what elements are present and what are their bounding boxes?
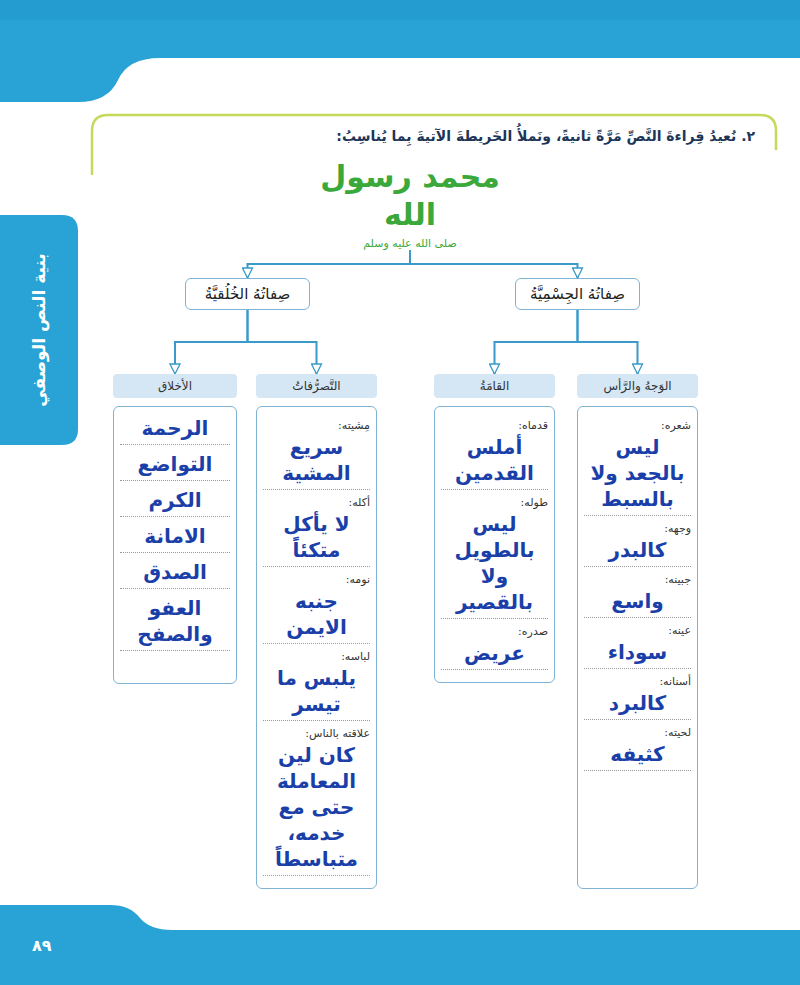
field-label: لحيته: (584, 726, 691, 739)
detail-column: القامَةُ قدماه:أملس القدمين طوله:ليس بالطو… (434, 374, 555, 683)
answer-text: كالبرد (584, 688, 691, 720)
answer-text: الامانة (120, 521, 230, 553)
answer-text: العفو والصفح (120, 593, 230, 651)
answer-text: جنبه الايمن (263, 586, 370, 644)
category-title: صِفاتُهُ الخُلُقيَّةُ (194, 285, 301, 303)
top-band (0, 0, 800, 102)
column-header: الأخلاق (113, 374, 237, 398)
category-title: صِفاتُهُ الجِسْمِيَّةُ (524, 285, 631, 303)
column-header: القامَةُ (434, 374, 555, 398)
column-body: قدماه:أملس القدمين طوله:ليس بالطويل ولا ب… (434, 406, 555, 683)
page-number: ٨٩ (32, 936, 52, 955)
answer-text: يلبس ما تيسر (263, 663, 370, 721)
category-box: صِفاتُهُ الخُلُقيَّةُ (185, 278, 310, 310)
answer-text: الكرم (120, 485, 230, 517)
connector-arrow (410, 250, 578, 278)
blessing-caption: صلى الله عليه وسلم (315, 237, 505, 250)
detail-column: الوَجهُ والرَّأس شعره:ليس بالجعد ولا بالس… (577, 374, 698, 889)
section-tab: بنية النص الوصفي (27, 215, 51, 445)
field-label: قدماه: (441, 419, 548, 432)
field-label: عينه: (584, 624, 691, 637)
field-label: صدره: (441, 625, 548, 638)
field-label: جبينه: (584, 573, 691, 586)
connector-arrow (248, 250, 411, 278)
central-emblem: محمد رسول الله صلى الله عليه وسلم (315, 158, 505, 250)
column-body: الرحمة التواضع الكرم الامانة الصدق العفو والص… (113, 406, 237, 684)
answer-text: ليس بالجعد ولا بالسبط (584, 432, 691, 516)
detail-column: الأخلاق الرحمة التواضع الكرم الامانة الصدق الع… (113, 374, 237, 684)
side-tab (0, 215, 78, 445)
connector-arrow (175, 310, 248, 374)
answer-text: سوداء (584, 637, 691, 669)
answer-text: كثيفه (584, 739, 691, 771)
answer-text: لا يأكل متكئاً (263, 509, 370, 567)
calligraphy-name: محمد رسول الله (315, 158, 505, 233)
answer-text: عريض (441, 638, 548, 670)
column-body: مِشيته:سريع المشية أكله:لا يأكل متكئاً نوم… (256, 406, 377, 889)
answer-text: كان لين المعاملة حتى مع خدمه، متباسطاً (263, 740, 370, 876)
field-label: شعره: (584, 419, 691, 432)
column-header: الوَجهُ والرَّأس (577, 374, 698, 398)
answer-text: ليس بالطويل ولا بالقصير (441, 509, 548, 619)
field-label: طوله: (441, 496, 548, 509)
connector-arrow (248, 310, 317, 374)
column-body: شعره:ليس بالجعد ولا بالسبط وجهه:كالبدر جبي… (577, 406, 698, 889)
answer-text: التواضع (120, 449, 230, 481)
field-label: وجهه: (584, 522, 691, 535)
field-label: علاقته بالناس: (263, 727, 370, 740)
connector-arrow (495, 310, 578, 374)
answer-text: أملس القدمين (441, 432, 548, 490)
answer-text: سريع المشية (263, 432, 370, 490)
category-box: صِفاتُهُ الجِسْمِيَّةُ (515, 278, 640, 310)
field-label: نومه: (263, 573, 370, 586)
field-label: أسنانه: (584, 675, 691, 688)
field-label: لباسه: (263, 650, 370, 663)
answer-text: كالبدر (584, 535, 691, 567)
connector-arrow (578, 310, 638, 374)
top-band-shade (0, 0, 800, 20)
field-label: أكله: (263, 496, 370, 509)
column-header: التَّصرُّفاتُ (256, 374, 377, 398)
answer-text: واسع (584, 586, 691, 618)
answer-text: الصدق (120, 557, 230, 589)
detail-column: التَّصرُّفاتُ مِشيته:سريع المشية أكله:لا ي… (256, 374, 377, 889)
field-label: مِشيته: (263, 419, 370, 432)
bottom-band (0, 905, 800, 985)
answer-text: الرحمة (120, 413, 230, 445)
instruction-title: ٢. نُعيدُ قِراءةَ النَّصِّ مَرَّةً ثانية… (135, 128, 755, 144)
